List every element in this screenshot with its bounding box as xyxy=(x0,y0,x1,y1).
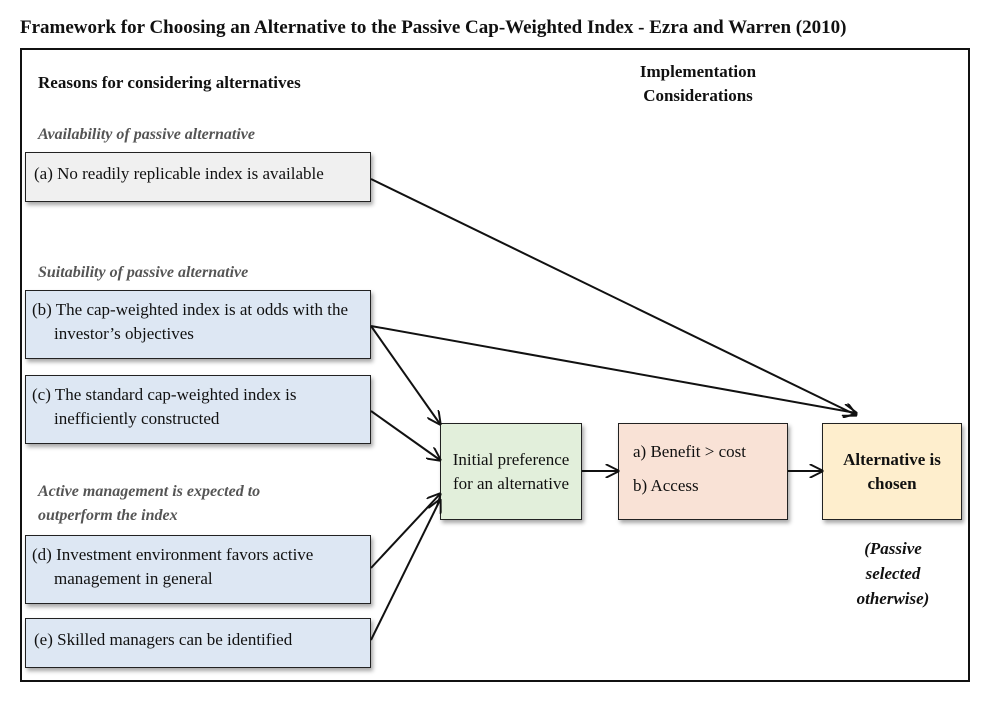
reasons-heading: Reasons for considering alternatives xyxy=(38,73,301,92)
diagram-title: Framework for Choosing an Alternative to… xyxy=(20,17,847,38)
section-availability: Availability of passive alternative xyxy=(38,126,255,143)
section-active-line2: outperform the index xyxy=(38,507,178,524)
implementation-heading-line2: Considerations xyxy=(643,86,753,105)
section-active-line1: Active management is expected to xyxy=(38,483,261,500)
reason-c-text: (c) The standard cap-weighted index is i… xyxy=(32,385,297,428)
outcome-box: Alternative is chosen xyxy=(822,423,962,520)
reason-e-box: (e) Skilled managers can be identified xyxy=(25,618,371,668)
initial-preference-box: Initial preference for an alternative xyxy=(440,423,582,520)
reason-c-box: (c) The standard cap-weighted index is i… xyxy=(25,375,371,444)
consideration-access: b) Access xyxy=(633,476,699,495)
reason-b-box: (b) The cap-weighted index is at odds wi… xyxy=(25,290,371,359)
initial-preference-text: Initial preference for an alternative xyxy=(452,449,570,493)
reason-b-text: (b) The cap-weighted index is at odds wi… xyxy=(32,300,348,343)
reason-d-text: (d) Investment environment favors active… xyxy=(32,545,314,588)
reason-d-box: (d) Investment environment favors active… xyxy=(25,535,371,604)
diagram-frame xyxy=(20,48,970,682)
section-suitability: Suitability of passive alternative xyxy=(38,264,249,281)
arrow-b-to-outcome xyxy=(370,325,856,413)
consideration-benefit: a) Benefit > cost xyxy=(633,442,746,461)
arrow-b-to-initial xyxy=(370,325,440,424)
arrow-d-to-initial xyxy=(370,494,440,569)
passive-note: (Passive selected otherwise) xyxy=(856,539,930,608)
arrow-e-to-initial xyxy=(370,500,440,641)
arrow-c-to-initial xyxy=(370,410,440,460)
arrow-a-to-outcome xyxy=(370,178,856,415)
reason-a-text: (a) No readily replicable index is avail… xyxy=(34,164,324,183)
reason-e-text: (e) Skilled managers can be identified xyxy=(34,630,293,649)
implementation-heading: Implementation Considerations xyxy=(598,60,798,108)
implementation-heading-line1: Implementation xyxy=(639,62,757,81)
section-active-management: Active management is expected to outperf… xyxy=(38,480,260,528)
outcome-text: Alternative is chosen xyxy=(843,449,941,493)
considerations-box: a) Benefit > cost b) Access xyxy=(618,423,788,520)
reason-a-box: (a) No readily replicable index is avail… xyxy=(25,152,371,202)
